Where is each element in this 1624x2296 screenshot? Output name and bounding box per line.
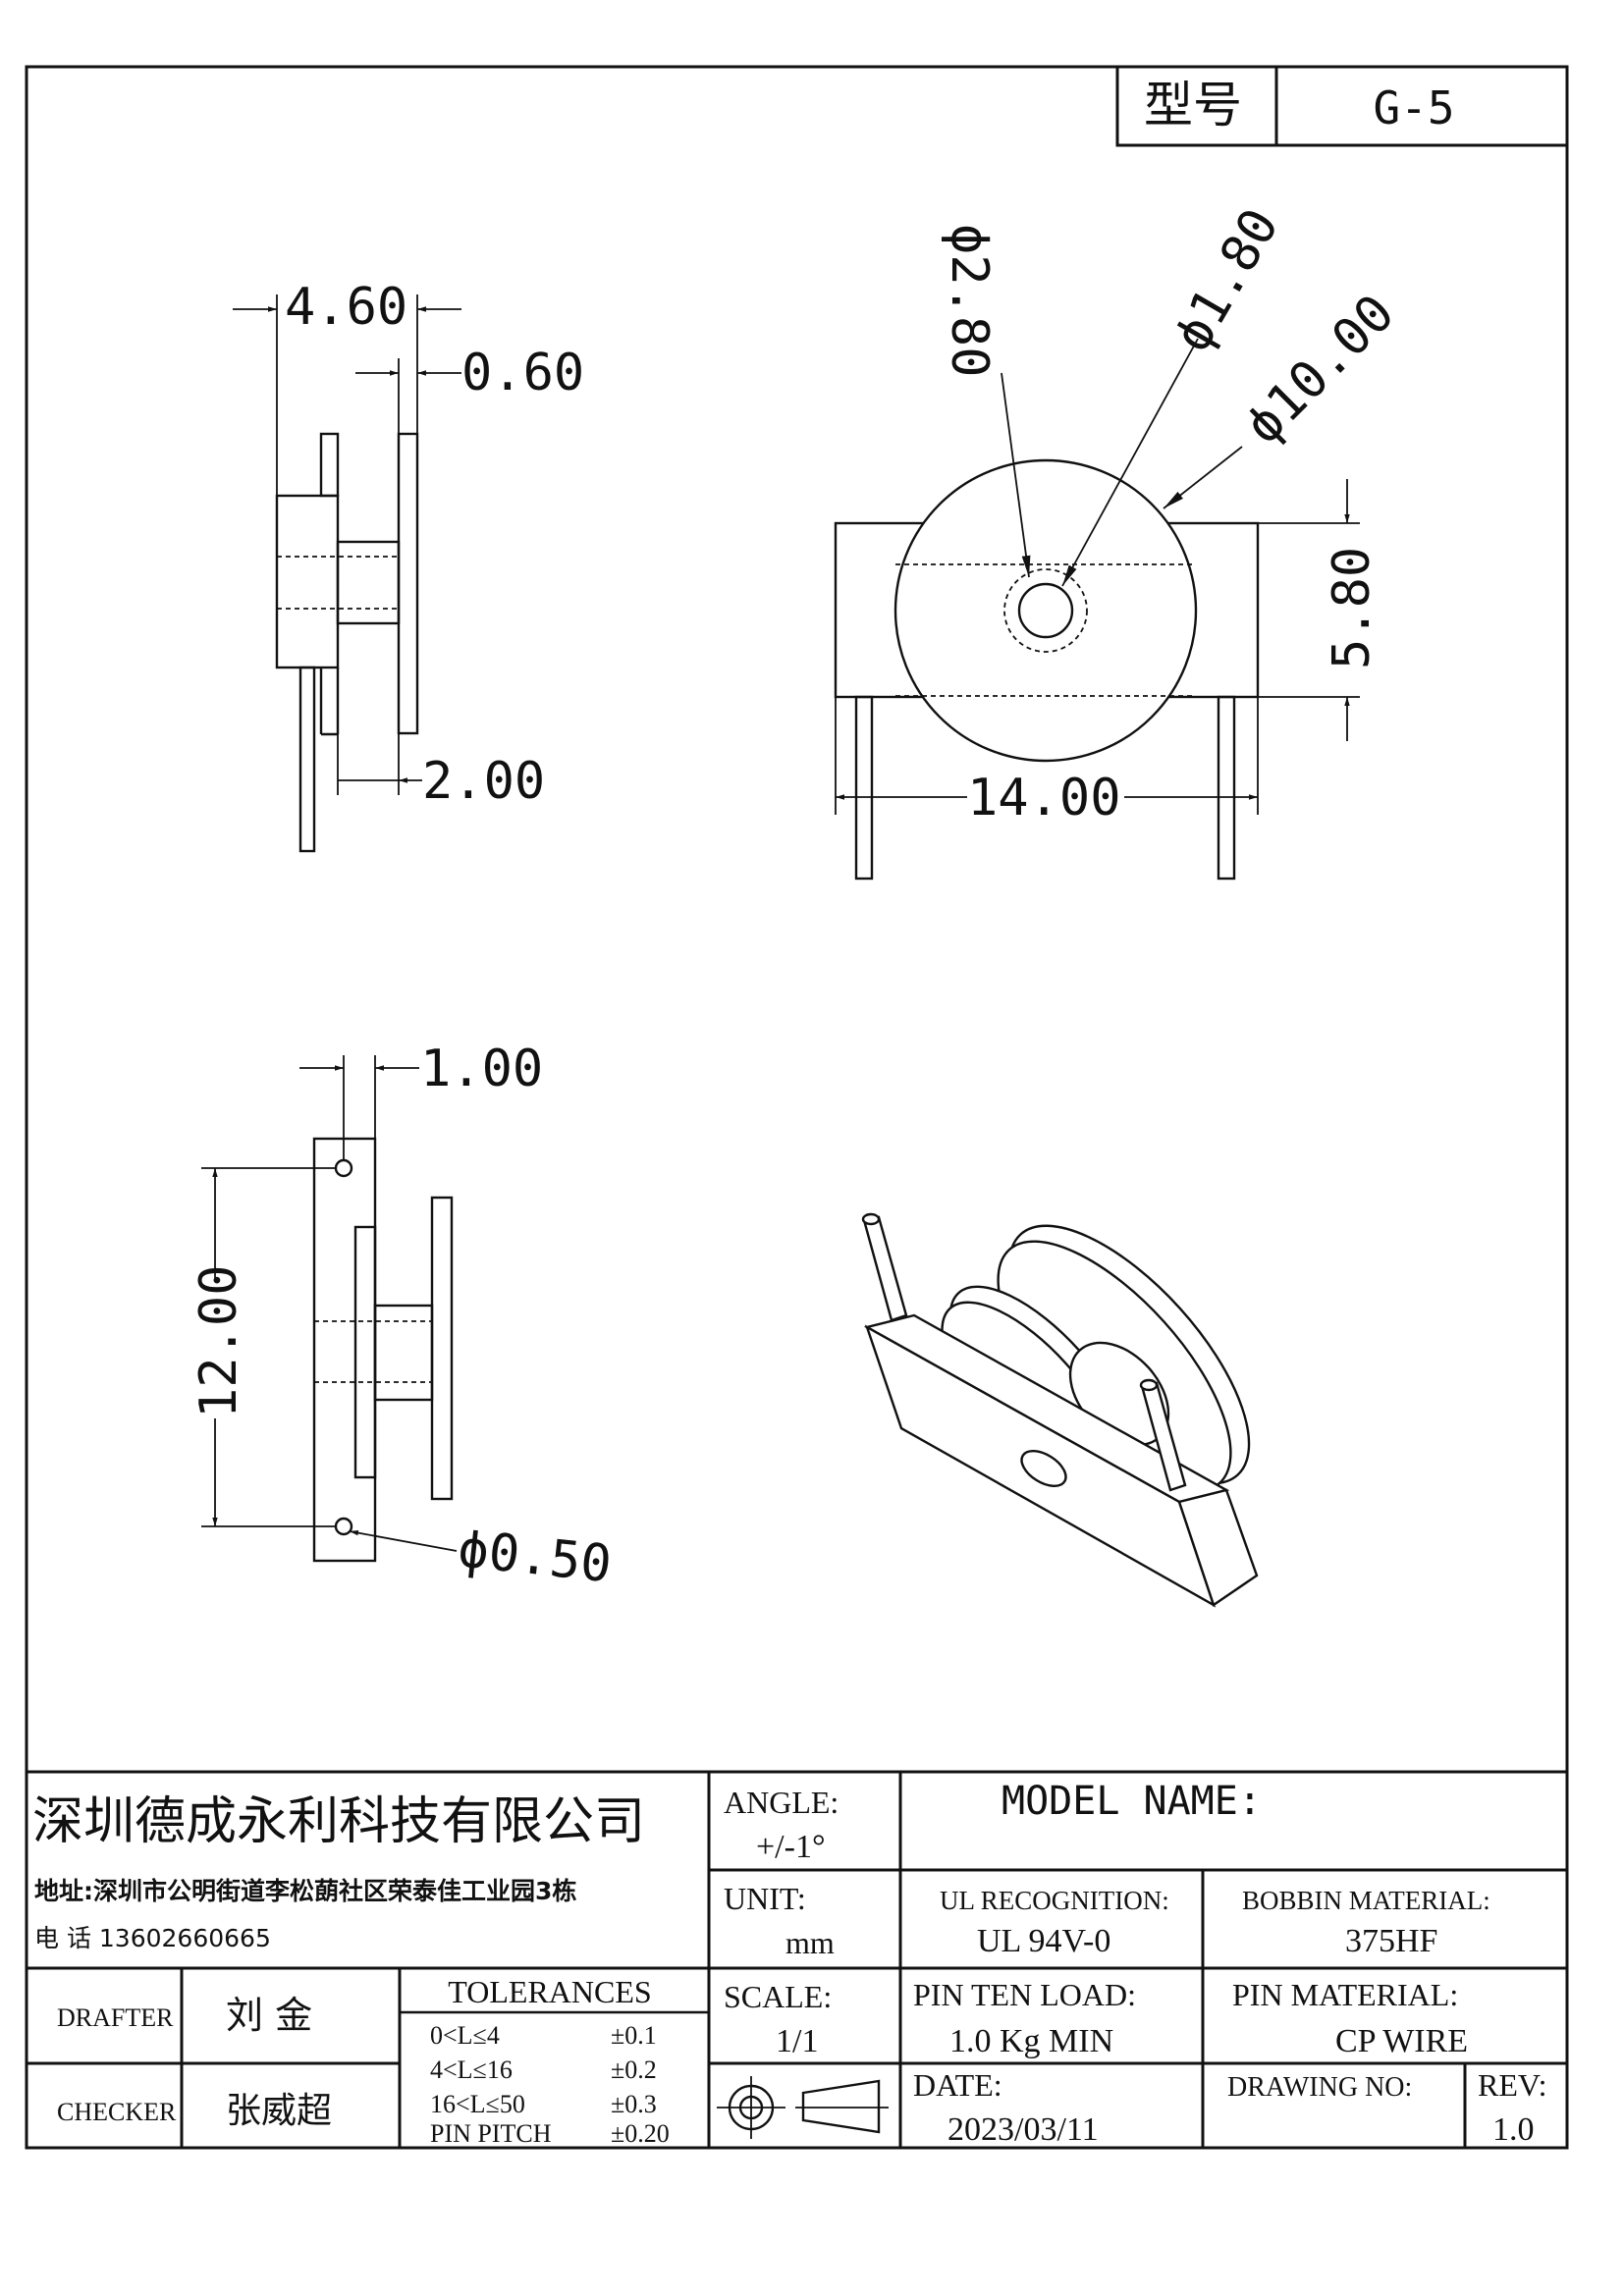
dim-side-width: 4.60 bbox=[285, 278, 407, 337]
dim-pin-span: 12.00 bbox=[189, 1264, 248, 1418]
bobbin-label: BOBBIN MATERIAL: bbox=[1242, 1886, 1490, 1915]
pin-material-value: CP WIRE bbox=[1335, 2023, 1468, 2059]
pin-load-value: 1.0 Kg MIN bbox=[949, 2023, 1113, 2059]
bottom-view: 1.00 12.00 ϕ0.50 bbox=[189, 1040, 615, 1594]
front-view-hole-outer bbox=[1003, 568, 1088, 653]
tol-value-1: ±0.2 bbox=[611, 2056, 657, 2084]
bottom-view-disc bbox=[430, 1196, 454, 1501]
checker-label: CHECKER bbox=[57, 2098, 177, 2126]
bottom-view-core bbox=[373, 1304, 434, 1402]
tol-value-2: ±0.3 bbox=[611, 2090, 657, 2118]
checker-value: 张威超 bbox=[226, 2091, 332, 2131]
model-header-box: 型号 G-5 bbox=[1115, 65, 1569, 147]
company-address: 地址:深圳市公明街道李松蓢社区荣泰佳工业园3栋 bbox=[34, 1877, 576, 1905]
sheet-border bbox=[25, 65, 1569, 2150]
dim-disc-dia: ϕ10.00 bbox=[1234, 284, 1406, 455]
date-value: 2023/03/11 bbox=[947, 2111, 1099, 2148]
drawing-no-label: DRAWING NO: bbox=[1227, 2072, 1412, 2103]
scale-label: SCALE: bbox=[724, 1979, 832, 2014]
dim-pin-dia: ϕ0.50 bbox=[456, 1520, 615, 1594]
front-view: ϕ2.80 ϕ1.80 ϕ10.00 5.80 14.00 bbox=[834, 199, 1406, 881]
side-view-disc bbox=[397, 432, 419, 735]
rev-label: REV: bbox=[1478, 2067, 1547, 2103]
tol-value-0: ±0.1 bbox=[611, 2021, 657, 2050]
dim-height: 5.80 bbox=[1323, 547, 1381, 669]
dim-flange: 0.60 bbox=[461, 344, 584, 402]
projection-symbol-icon bbox=[717, 2076, 889, 2139]
side-view: 4.60 0.60 2.00 bbox=[233, 278, 584, 853]
tol-range-2: 16<L≤50 bbox=[430, 2090, 525, 2118]
tol-range-3: PIN PITCH bbox=[430, 2119, 552, 2148]
drafter-label: DRAFTER bbox=[57, 2003, 174, 2032]
tol-value-3: ±0.20 bbox=[611, 2119, 670, 2148]
unit-value: mm bbox=[785, 1925, 835, 1960]
bottom-view-pin-hole-top bbox=[334, 1158, 353, 1178]
bottom-view-base bbox=[312, 1137, 377, 1563]
rev-value: 1.0 bbox=[1492, 2111, 1535, 2148]
drafter-value: 刘 金 bbox=[226, 1994, 312, 2037]
iso-base-side bbox=[1177, 1488, 1259, 1607]
isometric-view bbox=[861, 1212, 1259, 1608]
front-view-hole-inner bbox=[1017, 582, 1074, 639]
side-view-flange-left bbox=[275, 494, 340, 669]
dim-base-thick: 1.00 bbox=[420, 1040, 543, 1098]
company-name: 深圳德成永利科技有限公司 bbox=[32, 1792, 645, 1851]
iso-pin-left bbox=[862, 1215, 908, 1322]
tol-range-1: 4<L≤16 bbox=[430, 2056, 513, 2084]
title-block: 深圳德成永利科技有限公司 地址:深圳市公明街道李松蓢社区荣泰佳工业园3栋 电 话… bbox=[27, 1770, 1567, 2148]
dim-hole-small: ϕ2.80 bbox=[940, 224, 999, 378]
model-header-value: G-5 bbox=[1373, 81, 1454, 134]
scale-value: 1/1 bbox=[776, 2023, 818, 2059]
side-view-pin-top bbox=[319, 432, 340, 498]
angle-label: ANGLE: bbox=[724, 1785, 839, 1820]
front-view-disc bbox=[893, 458, 1198, 763]
company-phone: 电 话 13602660665 bbox=[34, 1924, 271, 1952]
date-label: DATE: bbox=[913, 2067, 1002, 2103]
dim-hole-inner: ϕ1.80 bbox=[1163, 199, 1290, 362]
iso-hole bbox=[1020, 1450, 1067, 1487]
bobbin-value: 375HF bbox=[1345, 1923, 1437, 1959]
tol-range-0: 0<L≤4 bbox=[430, 2021, 500, 2050]
front-view-pin-right bbox=[1217, 695, 1236, 881]
side-view-pin-bottom bbox=[298, 666, 316, 853]
ul-label: UL RECOGNITION: bbox=[940, 1886, 1169, 1915]
bottom-view-flange bbox=[353, 1225, 377, 1479]
model-header-label: 型号 bbox=[1144, 77, 1242, 133]
ul-value: UL 94V-0 bbox=[977, 1923, 1110, 1959]
pin-material-label: PIN MATERIAL: bbox=[1232, 1977, 1458, 2012]
front-view-pin-left bbox=[854, 695, 874, 881]
unit-label: UNIT: bbox=[724, 1881, 806, 1916]
angle-value: +/-1° bbox=[756, 1829, 826, 1865]
model-name-label: MODEL NAME: bbox=[1001, 1779, 1262, 1824]
dim-core-length: 2.00 bbox=[422, 752, 545, 811]
dim-width: 14.00 bbox=[967, 769, 1121, 828]
bottom-view-pin-hole-bottom bbox=[334, 1517, 353, 1536]
tolerances-label: TOLERANCES bbox=[448, 1974, 651, 2009]
side-view-core bbox=[336, 540, 401, 625]
pin-load-label: PIN TEN LOAD: bbox=[913, 1977, 1136, 2012]
